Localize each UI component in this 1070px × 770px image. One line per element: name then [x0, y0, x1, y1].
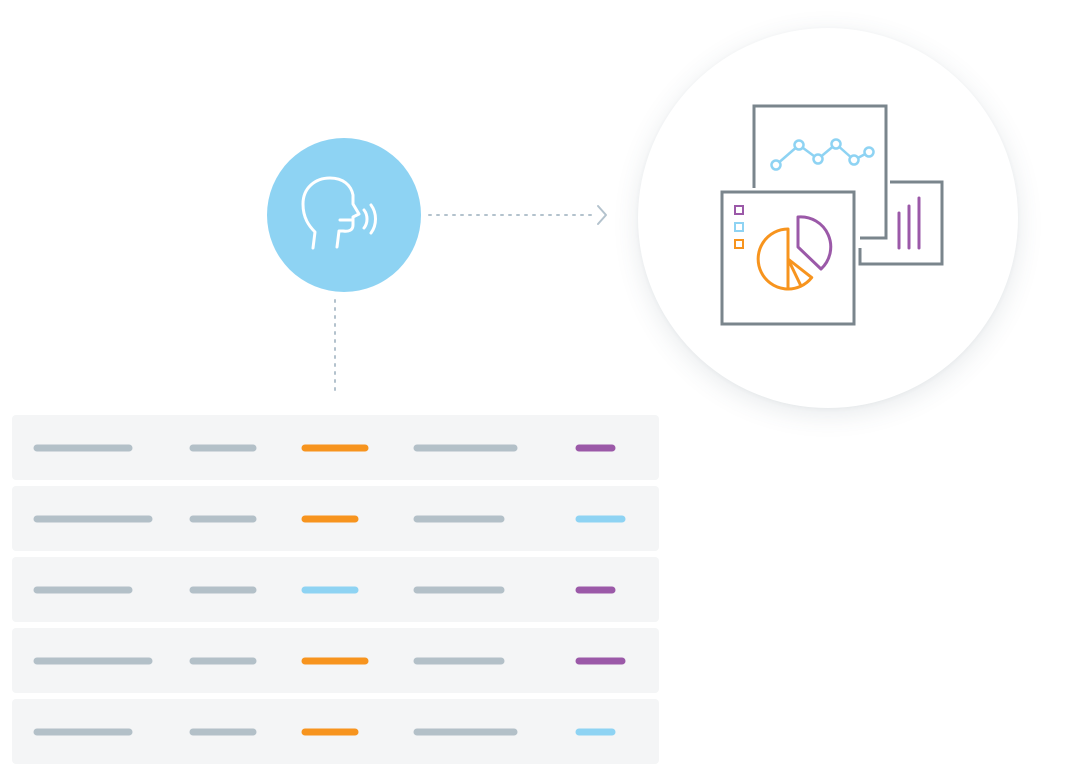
line-chart-panel [752, 104, 888, 240]
speaking-head-icon [301, 176, 377, 250]
table-row [12, 486, 659, 551]
table-row [12, 628, 659, 693]
table-row [12, 699, 659, 764]
bar-chart-panel [858, 180, 944, 266]
voice-input-bubble [267, 138, 421, 292]
table-row [12, 557, 659, 622]
dotted-connector-vertical [334, 299, 336, 395]
pie-chart-panel [720, 190, 856, 326]
dotted-connector-horizontal [428, 205, 607, 225]
chevron-right-icon [597, 205, 607, 225]
dashboard-output-circle [638, 28, 1018, 408]
dashboard-charts-icon [720, 104, 944, 326]
table-row [12, 415, 659, 480]
data-table [12, 415, 659, 770]
